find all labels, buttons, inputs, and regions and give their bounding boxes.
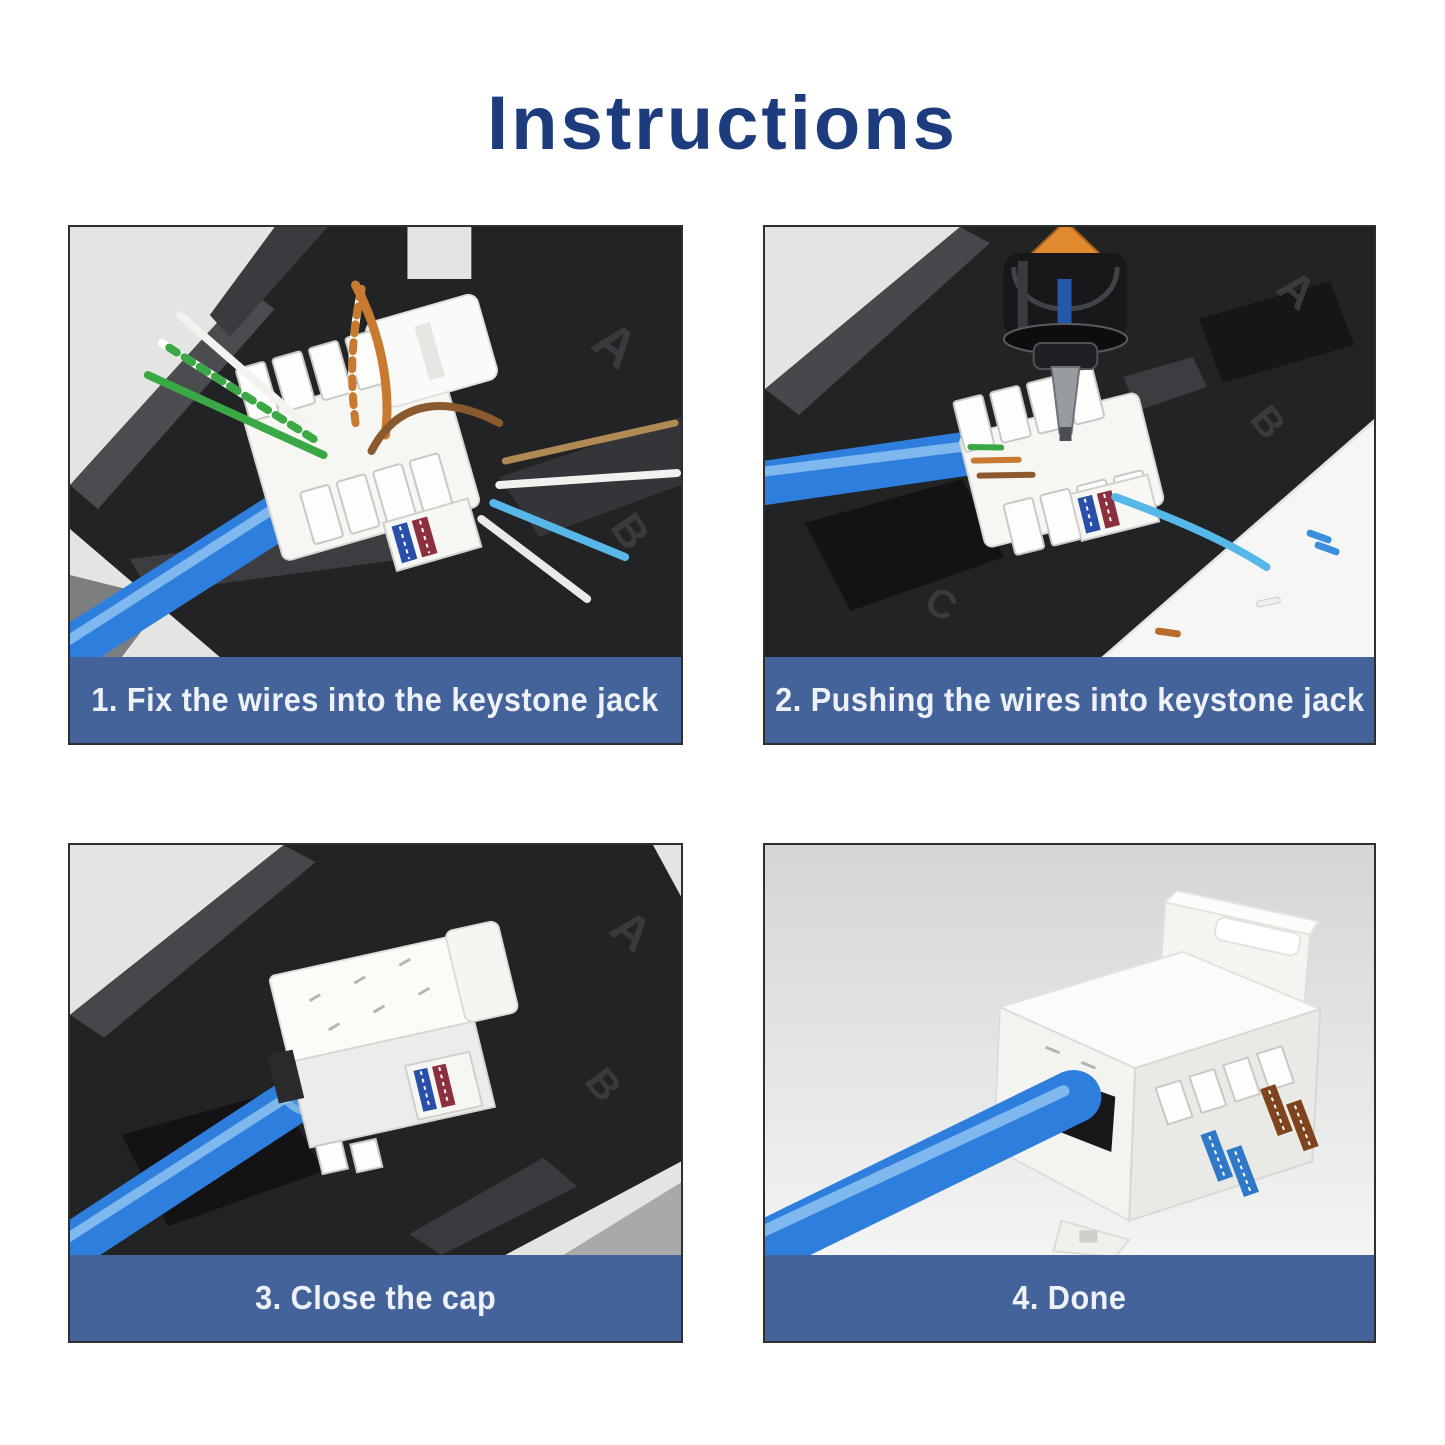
cap-dash-marks [308,957,431,1032]
wiring-label-stickers [1200,1084,1319,1197]
latch-hole [1079,1230,1098,1243]
jack-front-face [288,1020,497,1149]
jig-notch [407,227,472,279]
tool-metal-blade [1050,366,1081,434]
step-4-caption-bar: 4. Done [765,1255,1374,1341]
wires-fixed-into-keystone-jack-photo: A B [70,227,681,657]
wiring-label-sticker [403,1050,484,1121]
blue-cable [765,427,1021,506]
splayed-wires [143,280,681,603]
step-2-photo-area: A B C [765,227,1374,657]
step-2-caption-bar: 2. Pushing the wires into keystone jack [765,657,1374,743]
wire-clippings [1155,529,1340,638]
punch-down-tool-pushing-wires-photo: A B C [765,227,1374,657]
page-title: Instructions [487,81,958,166]
keystone-jack-closed [267,920,519,1176]
punch-down-tool [1002,227,1129,441]
step-4-caption-text: 4. Done [1012,1279,1127,1316]
step-1-photo-area: A B [70,227,681,657]
step-1-caption-text: 1. Fix the wires into the keystone jack [91,681,660,718]
idc-slots [1154,1044,1296,1126]
finished-keystone-jack-with-cable-photo [765,845,1374,1255]
step-3-photo-area: A B [70,845,681,1255]
step-1-caption-bar: 1. Fix the wires into the keystone jack [70,657,681,743]
step-2-panel: A B C [763,225,1376,745]
step-3-panel: A B [68,843,683,1343]
wiring-label-sticker [381,497,483,573]
wiring-label-sticker [1069,473,1161,542]
keystone-jack-cap-closed-photo: A B [70,845,681,1255]
step-4-photo-area [765,845,1374,1255]
tool-blue-insert [1057,279,1072,327]
step-4-panel: 4. Done [763,843,1376,1343]
jig-cavity [804,479,1004,611]
keystone-jack [952,366,1165,556]
blue-cable [70,1066,336,1255]
jack-rear-tab [445,920,519,1023]
cable-entry-notch [267,1049,305,1104]
jack-spring-tab [1213,916,1302,957]
blue-cable [765,1070,1102,1255]
step-3-caption-bar: 3. Close the cap [70,1255,681,1341]
blue-wire-sticking-out [1111,493,1271,571]
step-1-panel: A B [68,225,683,745]
step-3-caption-text: 3. Close the cap [254,1279,497,1316]
step-2-caption-text: 2. Pushing the wires into keystone jack [774,681,1365,718]
